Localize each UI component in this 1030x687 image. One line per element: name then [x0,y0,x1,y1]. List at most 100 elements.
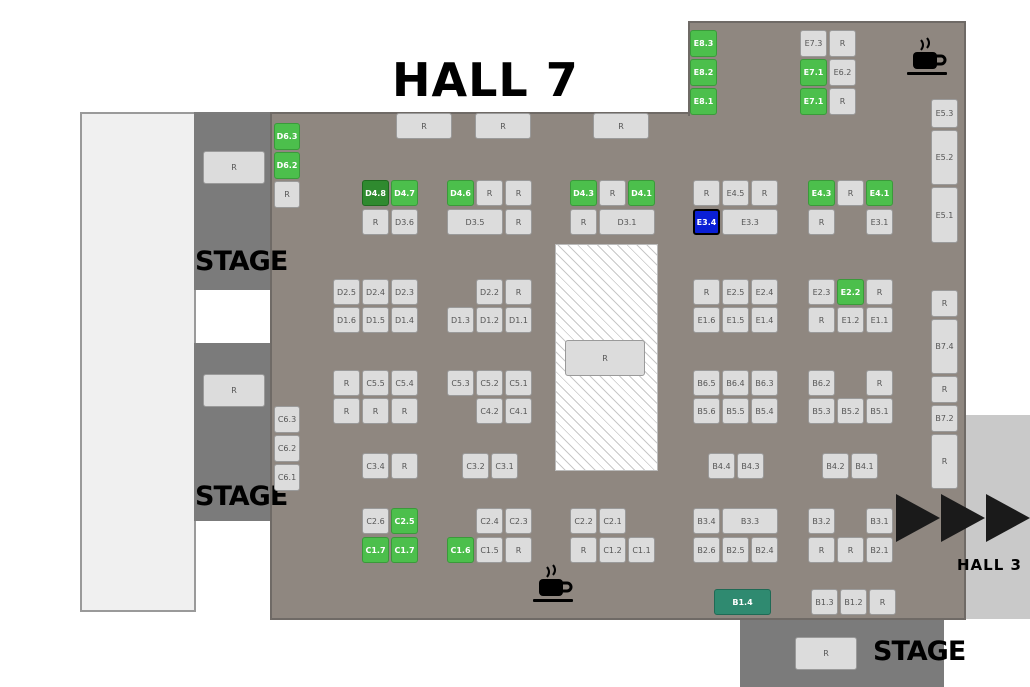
booth-C2-2[interactable]: C2.2 [570,508,597,534]
booth-E7-1[interactable]: E7.1 [800,88,827,115]
booth-B6-3[interactable]: B6.3 [751,370,778,396]
booth-reserved[interactable]: R [570,209,597,235]
booth-C5-4[interactable]: C5.4 [391,370,418,396]
booth-C6-3[interactable]: C6.3 [274,406,300,433]
booth-B7-4[interactable]: B7.4 [931,319,958,374]
booth-D2-5[interactable]: D2.5 [333,279,360,305]
booth-D3-5[interactable]: D3.5 [447,209,503,235]
booth-D1-3[interactable]: D1.3 [447,307,474,333]
booth-reserved[interactable]: R [808,537,835,563]
booth-reserved[interactable]: R [795,637,857,670]
booth-D6-3[interactable]: D6.3 [274,123,300,150]
booth-reserved[interactable]: R [570,537,597,563]
booth-B4-4[interactable]: B4.4 [708,453,735,479]
booth-reserved[interactable]: R [505,279,532,305]
booth-D1-6[interactable]: D1.6 [333,307,360,333]
booth-reserved[interactable]: R [203,374,265,407]
booth-reserved[interactable]: R [391,453,418,479]
booth-C5-3[interactable]: C5.3 [447,370,474,396]
booth-B2-4[interactable]: B2.4 [751,537,778,563]
booth-reserved[interactable]: R [362,209,389,235]
booth-B4-2[interactable]: B4.2 [822,453,849,479]
booth-reserved[interactable]: R [505,209,532,235]
booth-E3-3[interactable]: E3.3 [722,209,778,235]
booth-B6-2[interactable]: B6.2 [808,370,835,396]
booth-D4-6[interactable]: D4.6 [447,180,474,206]
booth-D2-2[interactable]: D2.2 [476,279,503,305]
booth-E8-1[interactable]: E8.1 [690,88,717,115]
booth-E4-5[interactable]: E4.5 [722,180,749,206]
booth-reserved[interactable]: R [751,180,778,206]
booth-E5-1[interactable]: E5.1 [931,187,958,243]
booth-D1-1[interactable]: D1.1 [505,307,532,333]
booth-reserved[interactable]: R [505,537,532,563]
booth-E1-6[interactable]: E1.6 [693,307,720,333]
booth-C1-2[interactable]: C1.2 [599,537,626,563]
booth-E1-4[interactable]: E1.4 [751,307,778,333]
booth-B3-1[interactable]: B3.1 [866,508,893,534]
booth-reserved[interactable]: R [391,398,418,424]
booth-reserved[interactable]: R [931,290,958,317]
booth-C6-2[interactable]: C6.2 [274,435,300,462]
booth-C3-4[interactable]: C3.4 [362,453,389,479]
booth-C1-7[interactable]: C1.7 [362,537,389,563]
booth-B5-2[interactable]: B5.2 [837,398,864,424]
booth-B2-6[interactable]: B2.6 [693,537,720,563]
booth-D3-6[interactable]: D3.6 [391,209,418,235]
booth-reserved[interactable]: R [869,589,896,615]
booth-reserved[interactable]: R [693,180,720,206]
booth-D2-3[interactable]: D2.3 [391,279,418,305]
booth-C3-1[interactable]: C3.1 [491,453,518,479]
booth-B7-2[interactable]: B7.2 [931,405,958,432]
booth-B1-4[interactable]: B1.4 [714,589,771,615]
booth-C2-3[interactable]: C2.3 [505,508,532,534]
booth-E3-1[interactable]: E3.1 [866,209,893,235]
booth-C1-6[interactable]: C1.6 [447,537,474,563]
booth-B5-4[interactable]: B5.4 [751,398,778,424]
booth-C4-1[interactable]: C4.1 [505,398,532,424]
booth-reserved[interactable]: R [931,434,958,489]
booth-C2-6[interactable]: C2.6 [362,508,389,534]
booth-B4-1[interactable]: B4.1 [851,453,878,479]
booth-E8-2[interactable]: E8.2 [690,59,717,86]
booth-E1-5[interactable]: E1.5 [722,307,749,333]
booth-E6-2[interactable]: E6.2 [829,59,856,86]
booth-E8-3[interactable]: E8.3 [690,30,717,57]
booth-E3-4[interactable]: E3.4 [693,209,720,235]
booth-B5-5[interactable]: B5.5 [722,398,749,424]
booth-reserved[interactable]: R [333,370,360,396]
booth-reserved[interactable]: R [565,340,645,376]
booth-C6-1[interactable]: C6.1 [274,464,300,491]
booth-B5-6[interactable]: B5.6 [693,398,720,424]
booth-C3-2[interactable]: C3.2 [462,453,489,479]
booth-reserved[interactable]: R [396,113,452,139]
booth-reserved[interactable]: R [931,376,958,403]
booth-B1-3[interactable]: B1.3 [811,589,838,615]
booth-D1-4[interactable]: D1.4 [391,307,418,333]
booth-E4-1[interactable]: E4.1 [866,180,893,206]
booth-C2-4[interactable]: C2.4 [476,508,503,534]
booth-reserved[interactable]: R [505,180,532,206]
booth-D1-2[interactable]: D1.2 [476,307,503,333]
booth-C2-1[interactable]: C2.1 [599,508,626,534]
booth-reserved[interactable]: R [837,537,864,563]
booth-reserved[interactable]: R [866,279,893,305]
booth-B2-1[interactable]: B2.1 [866,537,893,563]
booth-C5-2[interactable]: C5.2 [476,370,503,396]
booth-B3-4[interactable]: B3.4 [693,508,720,534]
booth-reserved[interactable]: R [476,180,503,206]
booth-B5-3[interactable]: B5.3 [808,398,835,424]
booth-B5-1[interactable]: B5.1 [866,398,893,424]
booth-B6-5[interactable]: B6.5 [693,370,720,396]
booth-reserved[interactable]: R [837,180,864,206]
booth-B4-3[interactable]: B4.3 [737,453,764,479]
booth-D2-4[interactable]: D2.4 [362,279,389,305]
booth-C2-5[interactable]: C2.5 [391,508,418,534]
booth-C1-7[interactable]: C1.7 [391,537,418,563]
booth-reserved[interactable]: R [475,113,531,139]
booth-D4-7[interactable]: D4.7 [391,180,418,206]
booth-D3-1[interactable]: D3.1 [599,209,655,235]
booth-B6-4[interactable]: B6.4 [722,370,749,396]
booth-reserved[interactable]: R [203,151,265,184]
booth-reserved[interactable]: R [593,113,649,139]
